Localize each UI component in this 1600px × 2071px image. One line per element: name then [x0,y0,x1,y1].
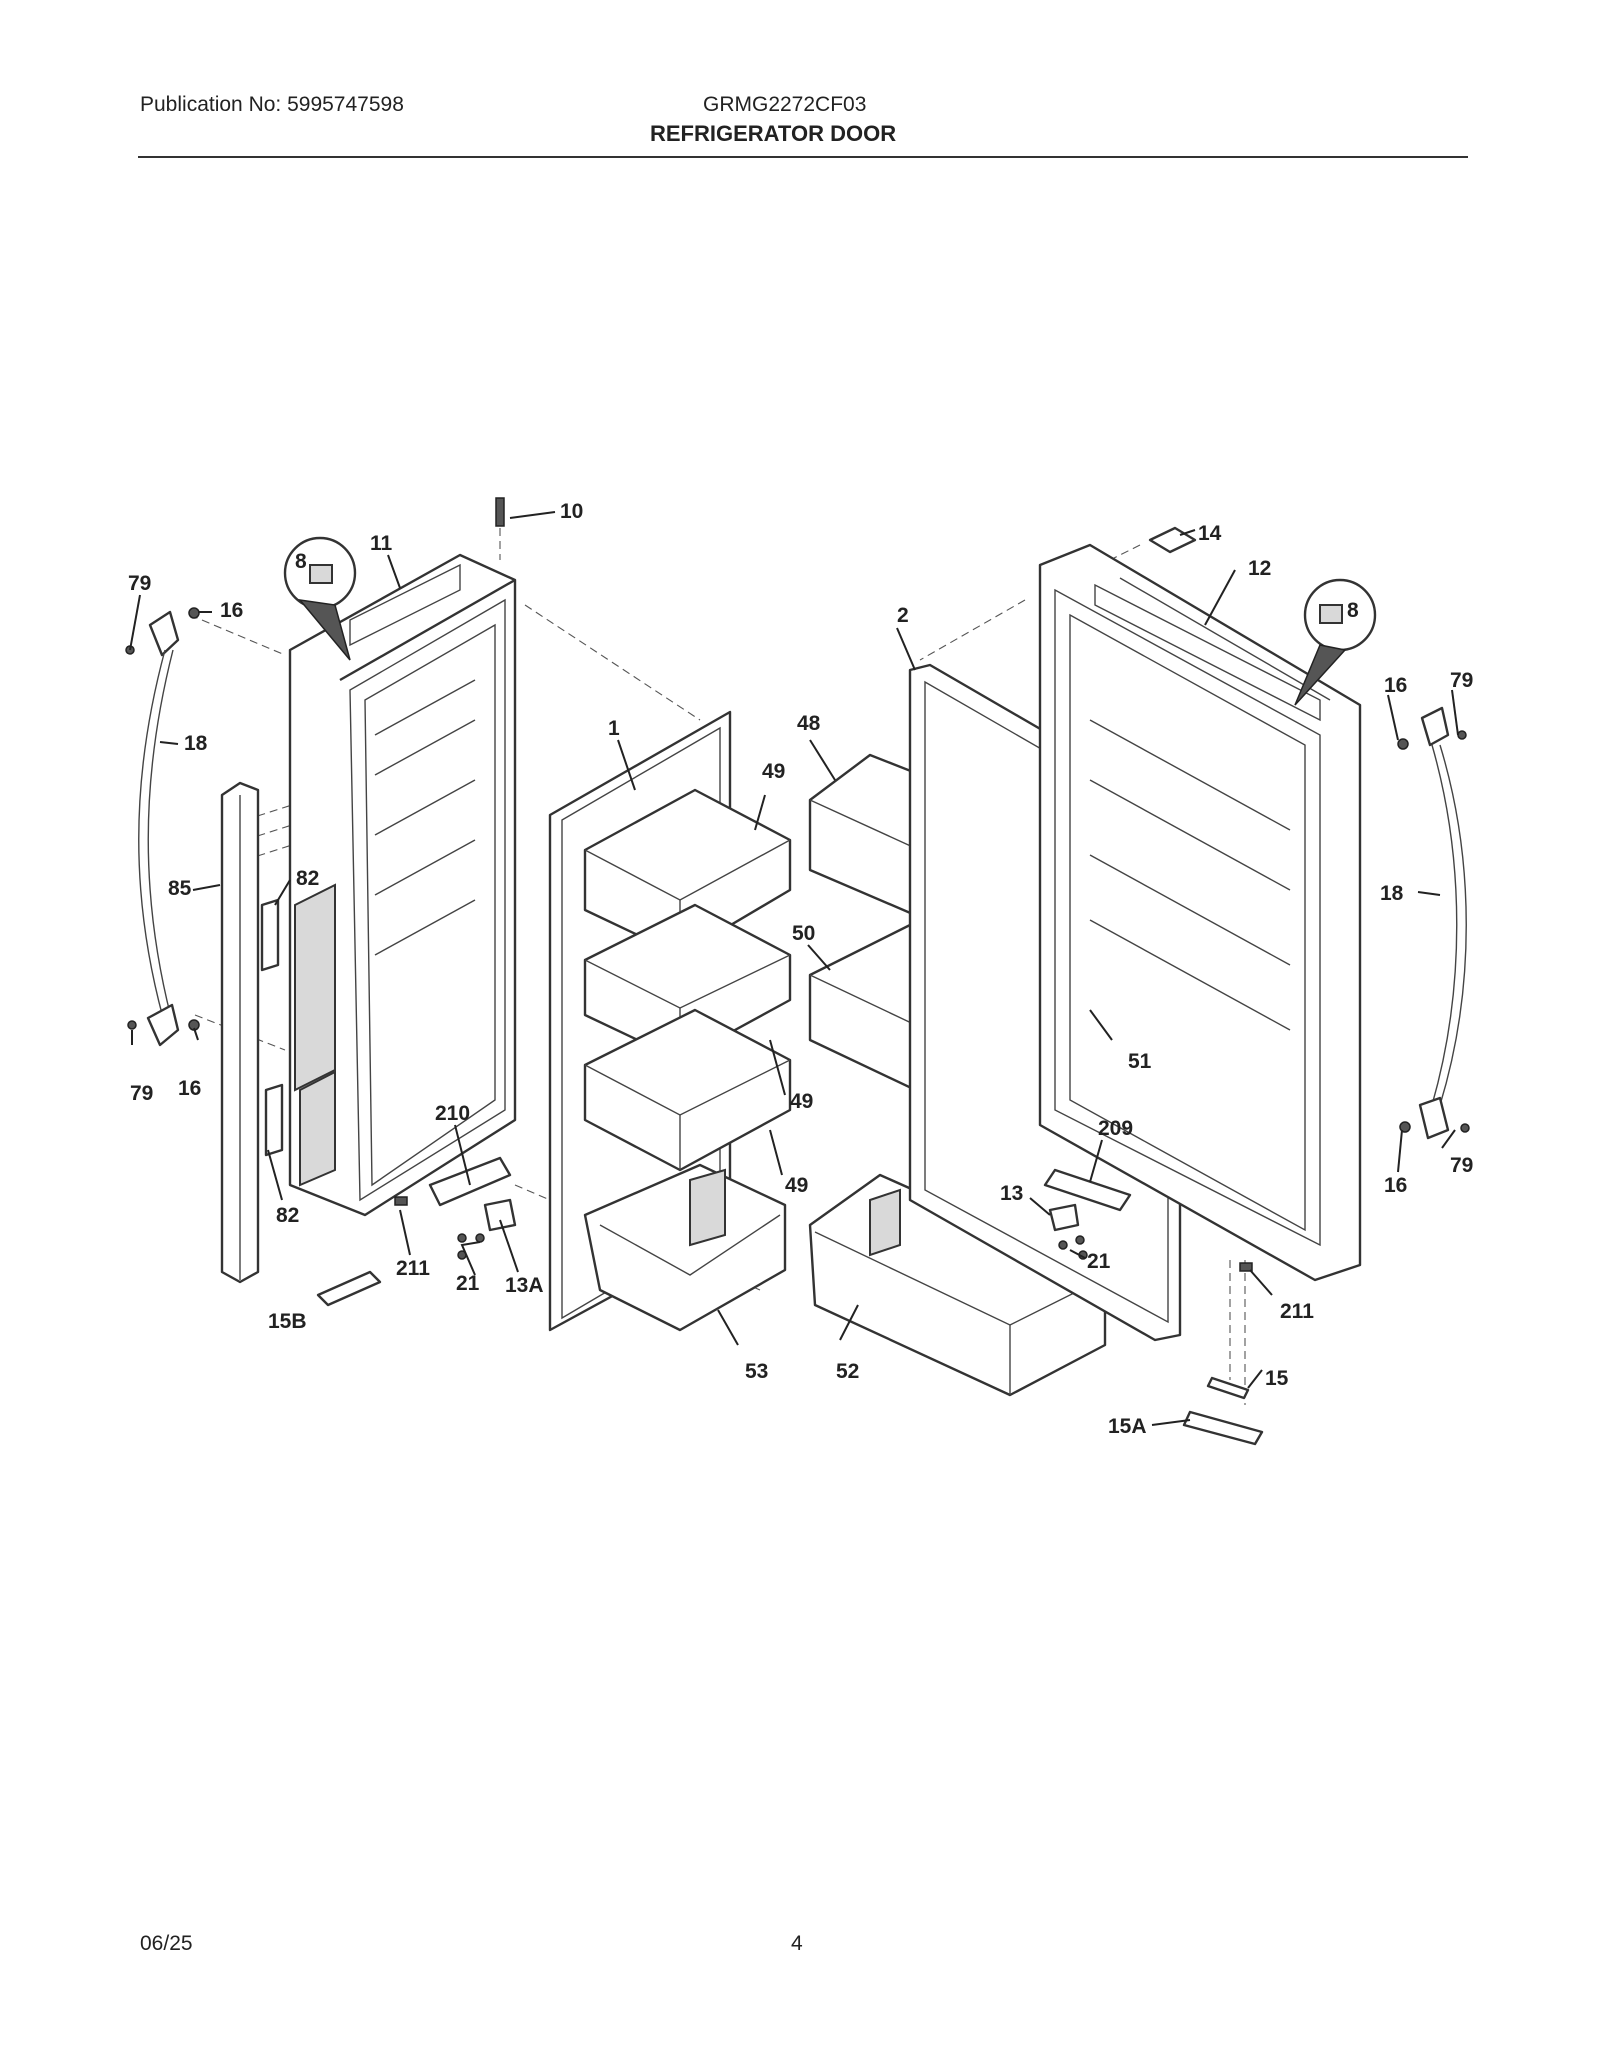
callout-18-left: 18 [184,732,208,755]
callout-21-left: 21 [456,1272,480,1295]
callout-16-bottom-right: 16 [1384,1174,1407,1197]
callout-15B: 15B [268,1310,307,1333]
callout-50: 50 [792,922,815,945]
callout-15: 15 [1265,1367,1289,1390]
door-bin-52 [808,1173,1107,1397]
callout-16-top-right: 16 [1384,674,1407,697]
pin-10 [495,497,505,527]
page-title: REFRIGERATOR DOOR [650,121,897,146]
callout-10: 10 [560,500,583,523]
callout-16-bottom-left: 16 [178,1077,201,1100]
magnify-bubble-left [283,536,357,661]
door-bin-53 [583,1163,787,1332]
callout-13A: 13A [505,1274,544,1297]
callout-12: 12 [1248,557,1271,580]
callout-82-lower: 82 [276,1204,299,1227]
callout-79-top-right: 79 [1450,669,1473,692]
left-door-11 [288,553,517,1217]
callout-79-bottom-right: 79 [1450,1154,1473,1177]
leader-lines [129,511,1459,1426]
publication-number: Publication No: 5995747598 [140,93,404,116]
callout-1: 1 [608,717,620,740]
callout-8-left: 8 [295,550,307,573]
callout-85: 85 [168,877,192,900]
callout-211-right: 211 [1280,1300,1314,1323]
callout-53: 53 [745,1360,768,1383]
callout-52: 52 [836,1360,859,1383]
callout-2: 2 [897,604,909,627]
right-door-12 [1038,543,1362,1282]
left-hinge-trim [125,607,200,1047]
callout-79-top-left: 79 [128,572,151,595]
footer-date: 06/25 [140,1932,193,1955]
magnify-bubble-right [1294,578,1377,706]
callout-79-bottom-left: 79 [130,1082,153,1105]
callout-14: 14 [1198,522,1222,545]
model-number: GRMG2272CF03 [703,93,867,116]
callout-211-left: 211 [396,1257,430,1280]
callout-48: 48 [797,712,821,735]
callout-21-right: 21 [1087,1250,1111,1273]
callout-49-middle: 49 [790,1090,813,1113]
header-rule [138,156,1468,158]
callout-82-upper: 82 [296,867,319,890]
door-trim-strip-85 [220,781,260,1284]
callout-13: 13 [1000,1182,1023,1205]
hinge-pieces-82 [260,898,284,1157]
callout-49-top: 49 [762,760,785,783]
door-bins-49 [583,788,792,1172]
callout-209: 209 [1098,1117,1133,1140]
right-hinge-trim [1397,706,1470,1140]
callout-11: 11 [370,532,393,555]
callout-16-top-left: 16 [220,599,243,622]
page-number: 4 [791,1932,803,1955]
callout-labels: 10 11 8 79 16 18 85 82 79 16 82 210 211 … [128,500,1473,1438]
callout-210: 210 [435,1102,470,1125]
callout-8-right: 8 [1347,599,1359,622]
callout-15A: 15A [1108,1415,1147,1438]
callout-51: 51 [1128,1050,1152,1073]
callout-49-bottom: 49 [785,1174,808,1197]
callout-18-right: 18 [1380,882,1404,905]
